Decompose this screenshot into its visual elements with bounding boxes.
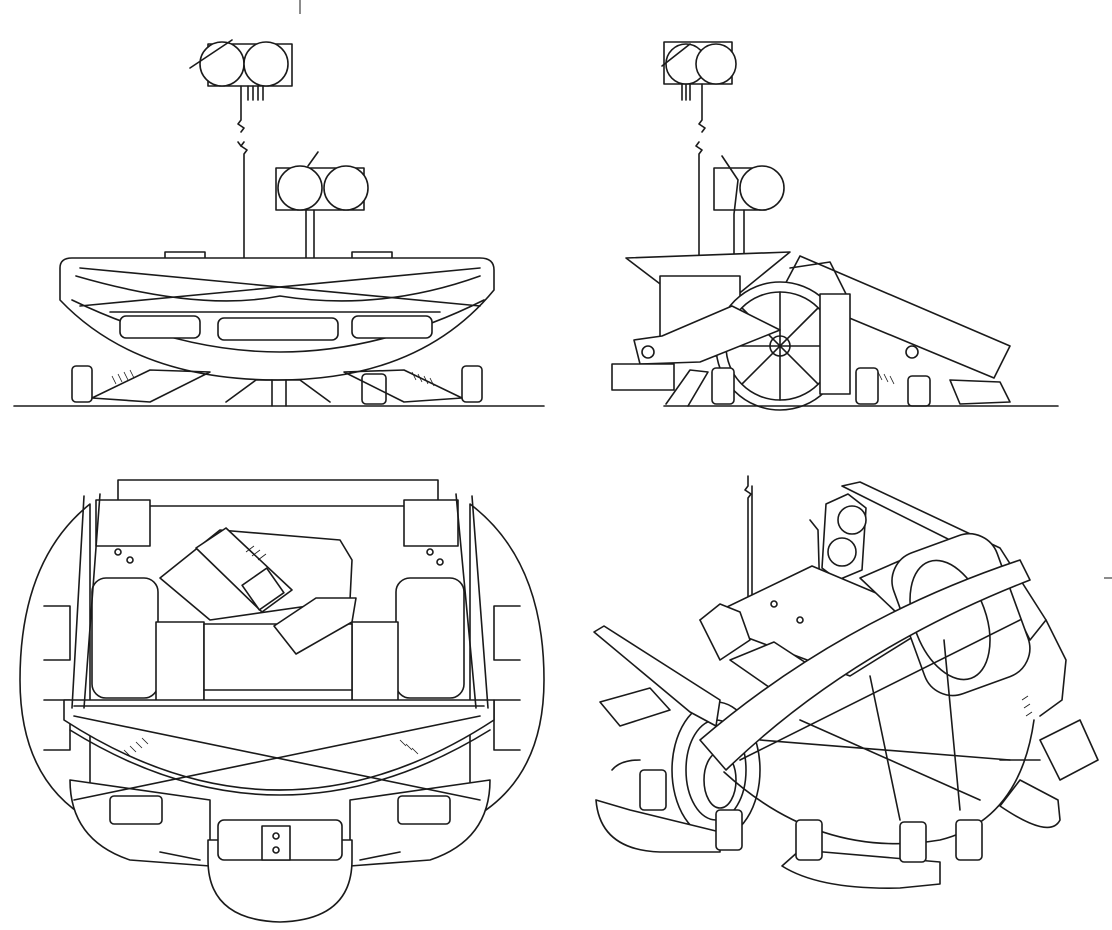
- side-sensor-lower: [713, 155, 785, 263]
- front-legs: [71, 365, 483, 407]
- side-ramp: [781, 255, 1011, 379]
- top-frame: [63, 493, 495, 801]
- top-outer-shell: [19, 503, 545, 923]
- isometric-view: [593, 475, 1112, 889]
- top-bumper-slots: [109, 548, 451, 861]
- iso-body: [699, 533, 1031, 697]
- front-bumper: [59, 257, 495, 381]
- front-view: [13, 0, 545, 407]
- side-view: [611, 41, 1059, 411]
- top-sensors: [195, 527, 357, 655]
- top-view: [19, 479, 545, 923]
- iso-bottom-petals: [595, 719, 1099, 889]
- ultrasonic-sensor-lower: [275, 151, 369, 269]
- iso-sensor: [809, 493, 867, 601]
- ultrasonic-sensor-upper: [189, 39, 293, 266]
- side-sensor-upper: [661, 41, 737, 269]
- iso-frame: [699, 559, 1035, 845]
